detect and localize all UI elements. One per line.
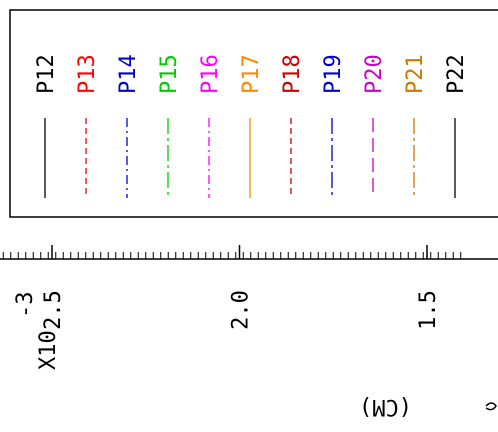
x-axis-multiplier: X10 <box>36 330 61 370</box>
legend-frame <box>9 9 498 218</box>
x-axis-exponent: -3 <box>13 292 38 319</box>
legend-label-p15: P15 <box>157 54 182 94</box>
legend-label-p16: P16 <box>198 54 223 94</box>
legend-label-p19: P19 <box>321 54 346 94</box>
legend-label-p20: P20 <box>362 54 387 94</box>
legend-label-p21: P21 <box>403 54 428 94</box>
x-tick-label: 1.5 <box>416 290 441 330</box>
x-axis-ticks <box>2 245 462 259</box>
legend-label-p18: P18 <box>280 54 305 94</box>
x-tick-label: 2.5 <box>41 290 66 330</box>
x-axis-title-fragment <box>485 402 497 411</box>
legend-label-p14: P14 <box>116 54 141 94</box>
legend: P12 P13 P14 P15 P16 P17 P18 P19 P20 P21 P22 <box>34 54 469 198</box>
legend-label-p13: P13 <box>75 54 100 94</box>
x-tick-label: 2.0 <box>229 290 254 330</box>
x-axis-unit-label: (CM) <box>359 394 412 419</box>
x-axis-tick-labels: 2.5 2.0 1.5 <box>41 290 441 330</box>
legend-label-p17: P17 <box>239 54 264 94</box>
legend-label-p22: P22 <box>444 54 469 94</box>
legend-label-p12: P12 <box>34 54 59 94</box>
